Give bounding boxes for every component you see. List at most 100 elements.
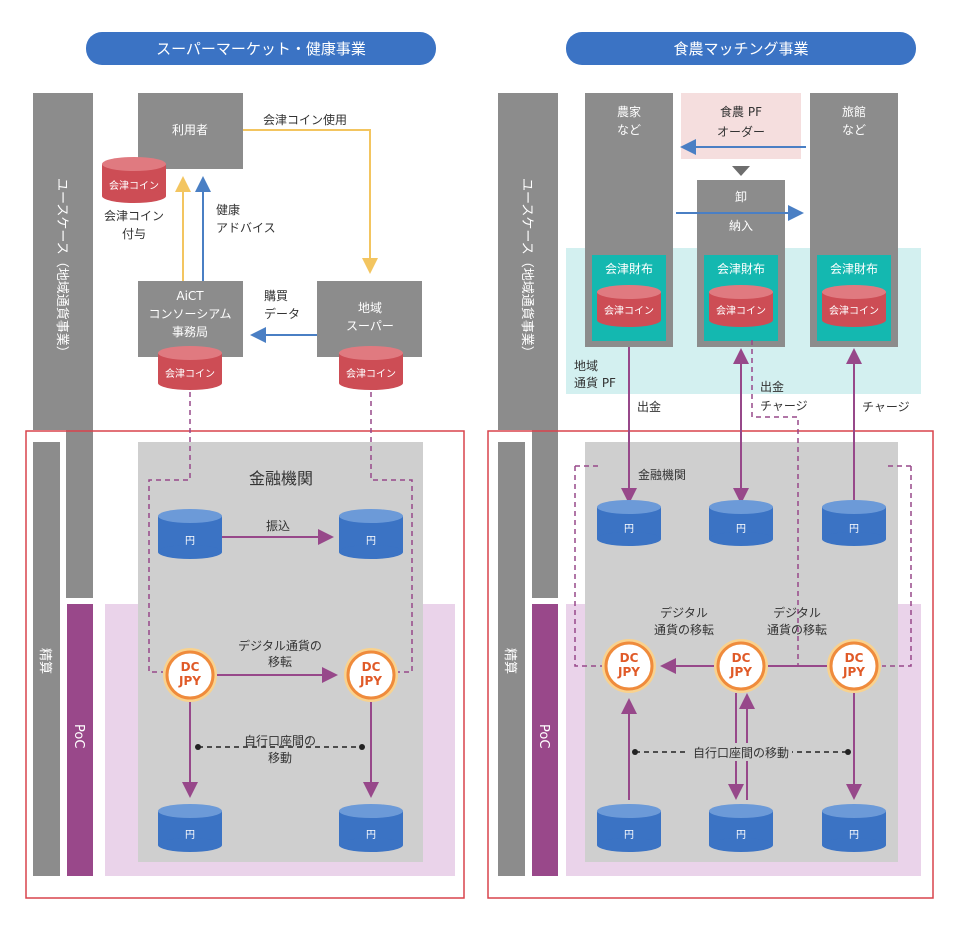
- left-coin-use-arrow: [243, 129, 378, 274]
- right-pf-line1: 食農 PF: [720, 104, 762, 119]
- left-seisan-label: 精算: [37, 648, 52, 674]
- left-own-account-dot-b: [359, 744, 365, 750]
- left-aict-box: [138, 281, 243, 357]
- right-wallet-farmer-label: 会津財布: [605, 261, 653, 276]
- left-dcjpy-a: DC JPY: [163, 648, 217, 702]
- right-inn-line2: など: [842, 123, 866, 137]
- left-super-coin: 会津コイン: [339, 346, 403, 390]
- left-health-label-2: アドバイス: [216, 221, 276, 235]
- right-yen-top-c: 円: [822, 500, 886, 546]
- left-digital-transfer-label-2: 移転: [268, 655, 292, 669]
- left-own-account-dot-a: [195, 744, 201, 750]
- left-dashed-link-a: [148, 392, 191, 673]
- right-wallet-wholesale: 会津財布 会津コイン: [704, 255, 778, 341]
- left-yen-top-b-label: 円: [366, 536, 376, 547]
- right-yen-top-b: 円: [709, 500, 773, 546]
- left-yen-bottom-a: 円: [158, 804, 222, 852]
- left-dcjpy-b: DC JPY: [344, 648, 398, 702]
- left-dcjpy-a-line2: JPY: [178, 674, 201, 688]
- right-dcjpy-b-line2: JPY: [729, 665, 752, 679]
- right-local-pf-label-1: 地域: [574, 359, 598, 373]
- left-transfer-label: 振込: [266, 519, 290, 533]
- right-poc-label: PoC: [536, 724, 551, 748]
- right-wallet-wholesale-label: 会津財布: [717, 261, 765, 276]
- left-header-title: スーパーマーケット・健康事業: [156, 40, 366, 58]
- right-inn-line1: 旅館: [842, 104, 866, 119]
- right-yen-top-a: 円: [597, 500, 661, 546]
- left-usecase-label: ユースケース（地域通貨事業）: [54, 178, 70, 359]
- left-own-account-label-2: 移動: [268, 751, 292, 765]
- right-yen-bottom-c: 円: [822, 804, 886, 852]
- left-settlement-frame: [25, 430, 465, 899]
- left-coin-use-label: 会津コイン使用: [263, 112, 347, 127]
- left-purchase-label-2: データ: [264, 306, 300, 321]
- left-dcjpy-b-line1: DC: [362, 660, 381, 674]
- right-seisan-column: [498, 442, 525, 876]
- right-yen-top-a-label: 円: [624, 524, 634, 535]
- right-dashed-link-a: [574, 466, 602, 667]
- right-local-pf-label-2: 通貨 PF: [574, 375, 616, 390]
- left-dcjpy-b-line2: JPY: [359, 674, 382, 688]
- right-wholesale-label: 卸: [735, 189, 747, 204]
- left-aict-line3: 事務局: [172, 325, 208, 339]
- left-bank-title: 金融機関: [249, 469, 313, 488]
- left-aict-coin-label: 会津コイン: [165, 367, 215, 380]
- right-wallet-inn-coin: 会津コイン: [829, 304, 879, 317]
- left-user-label: 利用者: [172, 123, 208, 137]
- right-dcjpy-a-line1: DC: [620, 651, 639, 665]
- right-digital-move-a-1: デジタル: [660, 605, 708, 620]
- left-user-box: [138, 93, 243, 169]
- left-panel: スーパーマーケット・健康事業 ユースケース（地域通貨事業） 精算 PoC 金融機…: [25, 32, 465, 899]
- right-own-account-label: 自行口座間の移動: [693, 745, 789, 760]
- right-dcjpy-c-line2: JPY: [842, 665, 865, 679]
- right-poc-column: [532, 604, 558, 876]
- left-user-coin-label: 会津コイン: [109, 179, 159, 192]
- right-wallet-inn-label: 会津財布: [830, 261, 878, 276]
- right-header-pill: [566, 32, 916, 65]
- right-yen-bottom-c-label: 円: [849, 830, 859, 841]
- right-yen-bottom-b-label: 円: [736, 830, 746, 841]
- left-coin-grant-2: 付与: [122, 227, 146, 241]
- right-wallet-farmer: 会津財布 会津コイン: [592, 255, 666, 341]
- right-seisan-label: 精算: [502, 648, 517, 674]
- right-withdraw-charge-2: チャージ: [760, 399, 808, 413]
- left-aict-coin: 会津コイン: [158, 346, 222, 390]
- left-usecase-column: [33, 93, 93, 598]
- right-wallet-wholesale-coin: 会津コイン: [716, 304, 766, 317]
- left-yen-bottom-b-label: 円: [366, 830, 376, 841]
- left-coin-grant-1: 会津コイン: [104, 209, 164, 223]
- right-settlement-frame: [487, 430, 934, 899]
- left-super-line2: スーパー: [346, 319, 394, 333]
- right-pf-line2: オーダー: [717, 124, 765, 139]
- right-yen-top-c-label: 円: [849, 524, 859, 535]
- right-yen-bottom-a-label: 円: [624, 830, 634, 841]
- right-usecase-label: ユースケース（地域通貨事業）: [519, 178, 535, 359]
- right-dcjpy-b-line1: DC: [732, 651, 751, 665]
- right-wallet-farmer-coin: 会津コイン: [604, 304, 654, 317]
- right-down-triangle: [732, 166, 750, 176]
- right-panel: 食農マッチング事業 ユースケース（地域通貨事業） 地域 通貨 PF 精算 PoC…: [487, 32, 934, 899]
- left-super-line1: 地域: [358, 301, 382, 315]
- right-dcjpy-a: DC JPY: [602, 639, 656, 693]
- right-farmer-line1: 農家: [617, 104, 641, 119]
- right-digital-move-b-1: デジタル: [773, 605, 821, 620]
- right-usecase-column: [498, 93, 558, 598]
- left-poc-label: PoC: [71, 724, 86, 748]
- right-digital-move-a-2: 通貨の移転: [654, 622, 714, 637]
- right-farmer-line2: など: [617, 123, 641, 137]
- left-yen-bottom-b: 円: [339, 804, 403, 852]
- right-wallet-inn: 会津財布 会津コイン: [817, 255, 891, 341]
- right-bank-title: 金融機関: [638, 467, 686, 482]
- left-yen-top-a-label: 円: [185, 536, 195, 547]
- left-seisan-column: [33, 442, 60, 876]
- left-yen-top-b: 円: [339, 509, 403, 559]
- left-user-coin: 会津コイン: [102, 157, 166, 203]
- left-purchase-label-1: 購買: [264, 289, 288, 303]
- left-dashed-link-b: [370, 392, 413, 673]
- right-withdraw-charge-1: 出金: [760, 379, 784, 394]
- right-dashed-link-c: [882, 466, 912, 667]
- left-health-label-1: 健康: [216, 202, 240, 217]
- left-digital-transfer-label-1: デジタル通貨の: [238, 638, 322, 653]
- left-aict-line2: コンソーシアム: [149, 307, 232, 321]
